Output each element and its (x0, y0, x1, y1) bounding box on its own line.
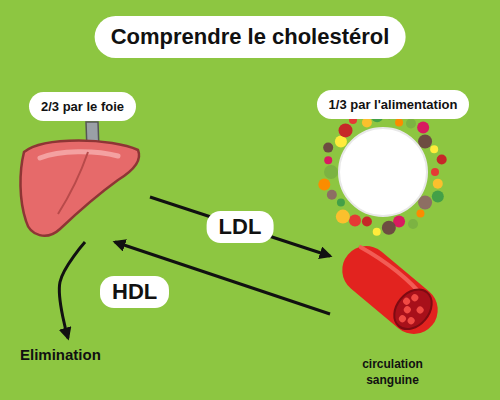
elimination-node: Elimination (20, 340, 135, 368)
blood-cell (406, 316, 416, 326)
node-label: circulation sanguine (347, 356, 439, 388)
vessel-opening (387, 282, 440, 336)
food-plate-illustration (318, 105, 446, 235)
blood-vessel-illustration (332, 236, 447, 343)
title-pill: Comprendre le cholestérol (95, 16, 406, 58)
food-item (432, 190, 444, 202)
hdl-pill: HDL (100, 276, 169, 308)
source-pill: 1/3 par l'alimentation (317, 90, 470, 119)
food-item (324, 156, 332, 164)
food-ring (318, 105, 446, 235)
blood-vessel-node: circulation sanguine (330, 234, 455, 392)
food-item (437, 155, 447, 165)
food-item (362, 118, 372, 128)
food-item (418, 196, 432, 210)
flow-arrow (150, 197, 330, 256)
vessel-tube (332, 236, 447, 343)
food-item (431, 168, 439, 176)
liver-node: 2/3 par le foie (15, 92, 150, 242)
food-item (324, 165, 338, 179)
food-item (430, 145, 438, 153)
blood-cell (398, 314, 408, 324)
food-node: 1/3 par l'alimentation (298, 90, 488, 225)
source-pill: 2/3 par le foie (29, 92, 136, 121)
node-label: Elimination (20, 346, 101, 363)
liver-shape (20, 141, 139, 236)
food-item (373, 228, 381, 236)
edge-label-pill: LDL (207, 211, 274, 243)
blood-cell (410, 293, 420, 303)
food-item (323, 143, 333, 153)
food-item (336, 210, 350, 224)
food-item (416, 210, 424, 218)
liver-highlight (40, 152, 118, 158)
food-item (349, 214, 361, 226)
food-item (327, 190, 337, 200)
food-item (362, 216, 372, 226)
food-item (433, 179, 443, 189)
blood-cells (391, 290, 429, 329)
flow-arrow (59, 242, 85, 338)
food-item (418, 134, 432, 148)
liver-illustration (20, 122, 139, 236)
food-item (395, 119, 403, 127)
food-item (408, 219, 418, 229)
food-item (337, 199, 345, 207)
food-item (318, 178, 330, 190)
food-item (339, 123, 353, 137)
liver-lobe-line (58, 152, 88, 214)
blood-cell (415, 305, 425, 315)
plate (339, 128, 427, 216)
food-item (382, 221, 396, 235)
blood-cell (402, 296, 412, 306)
blood-cell (402, 305, 412, 315)
food-item (417, 121, 429, 133)
food-item (406, 119, 416, 129)
